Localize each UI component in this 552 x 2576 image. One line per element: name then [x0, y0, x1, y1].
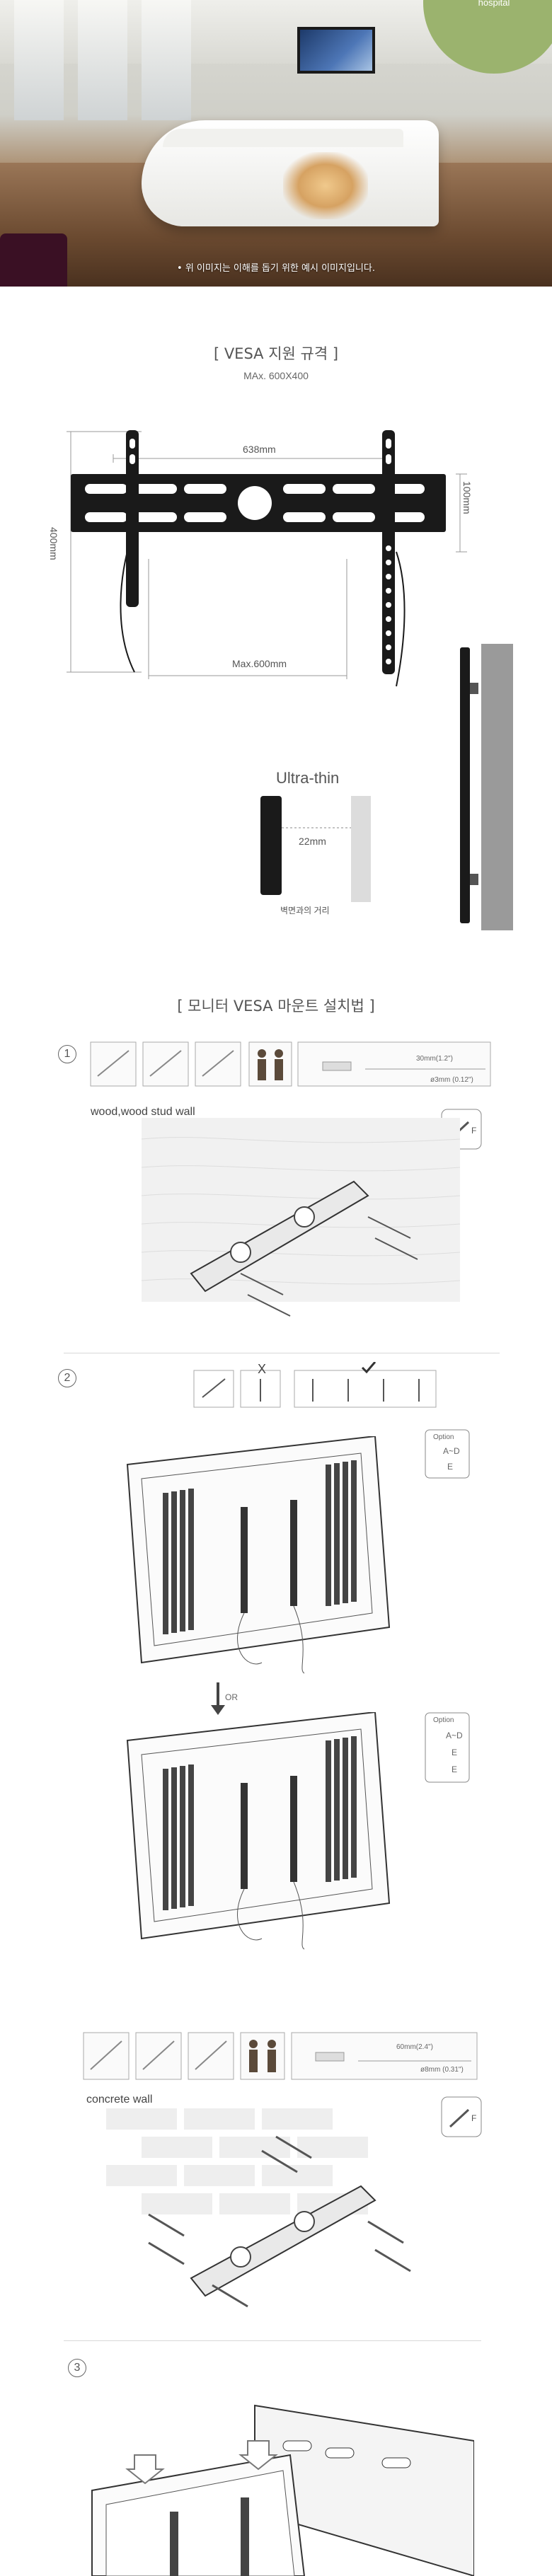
- dim-height: 400mm: [48, 527, 59, 560]
- dim-side: 100mm: [461, 481, 473, 514]
- option-e-2a: E: [452, 1748, 458, 1757]
- section-divider: [64, 2340, 481, 2341]
- vesa-max: MAx. 600X400: [243, 370, 309, 381]
- ultra-thin-label: Ultra-thin: [276, 769, 340, 787]
- concrete-tool-strip: [83, 2032, 478, 2080]
- step1-drill-depth: ø3mm (0.12"): [430, 1076, 473, 1084]
- window: [14, 0, 64, 120]
- dim-max: Max.600mm: [232, 658, 287, 669]
- option-e-1: E: [447, 1462, 454, 1472]
- step2-no-mark: X: [258, 1362, 267, 1376]
- concrete-drill-depth: ø8mm (0.31"): [420, 2066, 464, 2074]
- option-e-2b: E: [452, 1764, 458, 1774]
- option-a-d-2: A~D: [446, 1731, 463, 1740]
- concrete-wall-label: concrete wall: [86, 2093, 153, 2106]
- window: [142, 0, 191, 120]
- ultra-thin-diagram: [260, 796, 371, 902]
- step2-tv-back-diagram-1: [126, 1436, 391, 1674]
- step2-option-box-1: [425, 1429, 470, 1479]
- step-number-2: 2: [58, 1369, 76, 1387]
- counter-top: [163, 129, 403, 147]
- svg-text:F: F: [471, 2113, 476, 2123]
- wall-distance-label: 벽면과의 거리: [280, 906, 330, 916]
- vesa-bracket-diagram: [67, 430, 467, 687]
- step2-tv-back-diagram-2: [126, 1712, 391, 1950]
- hero-caption: • 위 이미지는 이해를 돕기 위한 예시 이미지입니다.: [177, 263, 375, 274]
- step1-wall-label: wood,wood stud wall: [91, 1106, 195, 1118]
- concrete-screwdriver-icon: F: [441, 2096, 482, 2137]
- dim-width: 638mm: [243, 444, 276, 455]
- depth-label: 22mm: [299, 836, 326, 847]
- badge-text: hospital: [478, 0, 510, 8]
- down-arrow-icon: [211, 1682, 225, 1715]
- hero-photo: hospital • 위 이미지는 이해를 돕기 위한 예시 이미지입니다.: [0, 0, 552, 287]
- tree-decoration: [283, 152, 368, 219]
- or-label: OR: [225, 1692, 238, 1702]
- vesa-title: [ VESA 지원 규격 ]: [213, 345, 339, 362]
- step1-drill-size: 30mm(1.2"): [416, 1055, 453, 1063]
- concrete-drill-size: 60mm(2.4"): [396, 2043, 433, 2051]
- step2-option-box-2: [425, 1712, 470, 1783]
- install-title: [ 모니터 VESA 마운트 설치법 ]: [177, 998, 375, 1015]
- option-label-1: Option: [433, 1433, 454, 1441]
- wall-tv: [297, 27, 375, 74]
- step1-wood-wall-diagram: [142, 1118, 460, 1317]
- step3-mount-diagram: [91, 2404, 474, 2576]
- svg-text:F: F: [471, 1126, 476, 1136]
- side-profile-view: [460, 644, 513, 930]
- option-label-2: Option: [433, 1716, 454, 1724]
- concrete-wall-diagram: [106, 2108, 411, 2308]
- window: [78, 0, 127, 120]
- option-a-d-1: A~D: [443, 1446, 460, 1456]
- chair: [0, 233, 67, 287]
- step-number-1: 1: [58, 1045, 76, 1063]
- step1-tool-strip: [90, 1041, 491, 1087]
- step2-screw-options: [193, 1362, 437, 1408]
- step-number-3: 3: [68, 2359, 86, 2377]
